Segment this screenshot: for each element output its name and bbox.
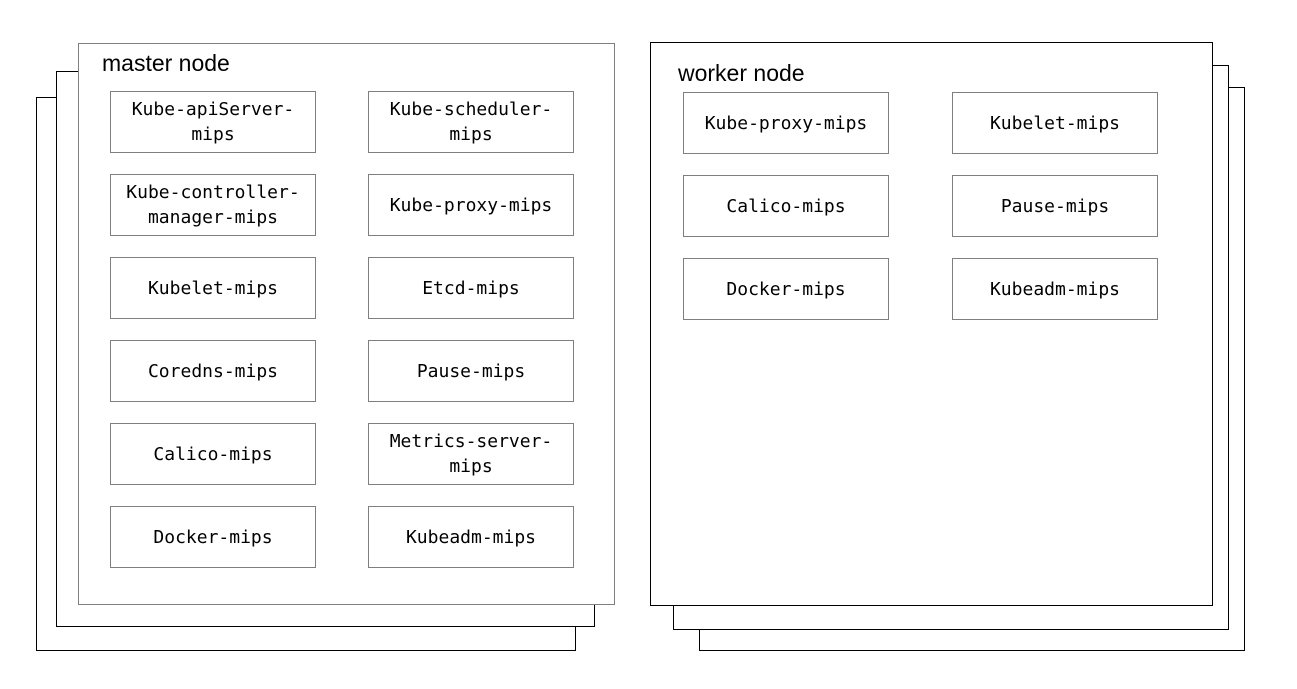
master-component-kube-controller-manager: Kube-controller- manager-mips [110, 174, 316, 236]
master-node-title: master node [102, 50, 230, 76]
master-component-kubeadm: Kubeadm-mips [368, 506, 574, 568]
master-component-metrics-server: Metrics-server- mips [368, 423, 574, 485]
worker-component-kubelet: Kubelet-mips [952, 92, 1158, 154]
component-label: Kube-proxy-mips [704, 112, 868, 134]
worker-component-kubeadm: Kubeadm-mips [952, 258, 1158, 320]
component-label: Calico-mips [726, 195, 846, 217]
master-component-kube-proxy: Kube-proxy-mips [368, 174, 574, 236]
component-label: Kubeadm-mips [405, 526, 537, 548]
component-label: Kubelet-mips [989, 112, 1121, 134]
master-node-box: master node Kube-apiServer- mips Kube-sc… [78, 43, 615, 605]
component-label: Calico-mips [153, 443, 273, 465]
master-component-calico: Calico-mips [110, 423, 316, 485]
master-component-etcd: Etcd-mips [368, 257, 574, 319]
component-label: Kube-apiServer- mips [131, 99, 295, 145]
component-label: Pause-mips [1000, 195, 1110, 217]
master-component-docker: Docker-mips [110, 506, 316, 568]
master-component-coredns: Coredns-mips [110, 340, 316, 402]
master-component-kube-scheduler: Kube-scheduler- mips [368, 91, 574, 153]
component-label: Metrics-server- mips [389, 431, 553, 477]
component-label: Coredns-mips [147, 360, 279, 382]
worker-node-box: worker node Kube-proxy-mips Kubelet-mips… [650, 42, 1213, 606]
worker-components-grid: Kube-proxy-mips Kubelet-mips Calico-mips… [683, 92, 1158, 320]
worker-component-calico: Calico-mips [683, 175, 889, 237]
master-component-kubelet: Kubelet-mips [110, 257, 316, 319]
component-label: Kubelet-mips [147, 277, 279, 299]
component-label: Kube-controller- manager-mips [126, 182, 300, 228]
worker-component-kube-proxy: Kube-proxy-mips [683, 92, 889, 154]
master-components-grid: Kube-apiServer- mips Kube-scheduler- mip… [110, 91, 574, 568]
worker-node-title: worker node [678, 60, 805, 86]
master-component-pause: Pause-mips [368, 340, 574, 402]
component-label: Kube-scheduler- mips [389, 99, 553, 145]
component-label: Docker-mips [153, 526, 273, 548]
component-label: Docker-mips [726, 278, 846, 300]
worker-component-docker: Docker-mips [683, 258, 889, 320]
worker-component-pause: Pause-mips [952, 175, 1158, 237]
component-label: Etcd-mips [422, 277, 520, 299]
component-label: Kubeadm-mips [989, 278, 1121, 300]
master-component-kube-apiserver: Kube-apiServer- mips [110, 91, 316, 153]
component-label: Kube-proxy-mips [389, 194, 553, 216]
component-label: Pause-mips [416, 360, 526, 382]
